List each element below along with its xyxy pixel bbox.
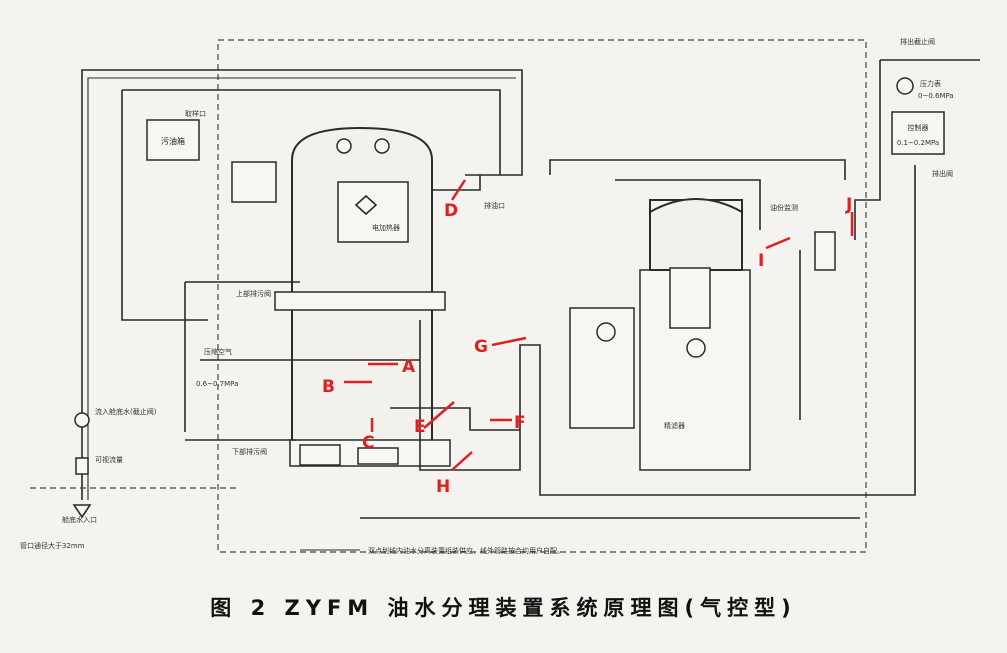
pressure-gauge-icon [896,77,914,95]
flow-label: 可视流量 [95,455,123,464]
oil-discharge-pipe [432,175,481,191]
supply-boundary [217,39,867,553]
inlet-label: 舱底水入口 [62,515,97,524]
heater-diamond-icon [354,194,378,216]
marker-H: H [436,451,473,497]
svg-text:B: B [322,377,335,397]
sludge-box-label: 污油箱 [161,136,185,146]
pump-motor [299,444,341,466]
marker-G: G [474,336,527,357]
marker-A: A [368,357,416,377]
monitor-panel [669,267,711,329]
gauge-right-icon [374,138,390,154]
heater-box [337,181,409,243]
pressure-gauge-label: 压力表 [920,79,941,88]
level-box [231,161,277,203]
inlet-spec-label: 管口通径大于32mm [20,541,85,550]
center-pipe-b [390,407,520,431]
svg-text:C: C [362,433,374,453]
svg-text:J: J [845,195,852,215]
gauge-left-icon [336,138,352,154]
outlet-label: 排出阀 [932,169,953,178]
svg-text:I: I [758,251,764,271]
svg-text:G: G [474,337,488,357]
center-pipe-a [419,165,916,496]
check-valve-icon [72,504,92,519]
marker-F: F [490,413,526,433]
flow-meter-icon [74,412,90,428]
monitor-label: 油份监测 [770,203,798,212]
sample-port-label: 取样口 [185,109,206,118]
drain-label: 下部排污阀 [232,447,267,456]
sensor-range-label: 0.1~0.2MPa [897,139,939,147]
svg-text:D: D [444,201,458,221]
valve-label: 排出截止阀 [900,37,935,46]
pump-body [357,447,399,465]
svg-text:F: F [514,413,526,433]
oil-discharge-label: 排油口 [484,201,505,210]
vessel-base-plate [274,291,446,311]
inlet-pipe [81,69,523,500]
note-text: 双点划线内油水分离装置组装供应，线外管路按合约用户自配。 [368,546,564,555]
svg-text:H: H [436,477,450,497]
filter-label: 精滤器 [664,421,685,430]
marker-E: E [414,401,455,437]
right-outlet-pipe [854,60,881,240]
pressure-range-label: 0~0.6MPa [918,92,954,100]
secondary-gauge-icon [596,322,616,342]
coalescer-dome [649,198,743,213]
inlet-pipe-inner [87,77,516,500]
controller-label: 控制器 [908,123,929,132]
monitor-box [814,231,836,271]
marker-I: I [758,236,791,271]
controller-box [891,111,945,155]
sensor-label: 流入舱底水(截止阀) [95,407,157,416]
return-pipe [122,89,501,175]
upper-right-pipe [549,159,846,180]
sludge-box [146,119,200,161]
marker-J: J [845,195,854,236]
marker-C: C [362,418,374,453]
air-pressure-label: 0.6~0.7MPa [196,380,238,388]
svg-text:E: E [414,417,426,437]
air-in-label: 压缩空气 [204,347,232,356]
sight-glass-icon [75,457,89,475]
marker-B: B [322,377,372,397]
left-branch [121,90,208,321]
figure-caption: 图 2 ZYFM 油水分理装置系统原理图(气控型) [210,596,797,620]
heater-label: 电加热器 [372,223,400,232]
marker-D: D [444,179,467,221]
upper-right-pipe2 [615,179,761,230]
monitor-gauge-icon [686,338,706,358]
upper-drain-label: 上部排污阀 [236,289,271,298]
svg-text:A: A [402,357,416,377]
